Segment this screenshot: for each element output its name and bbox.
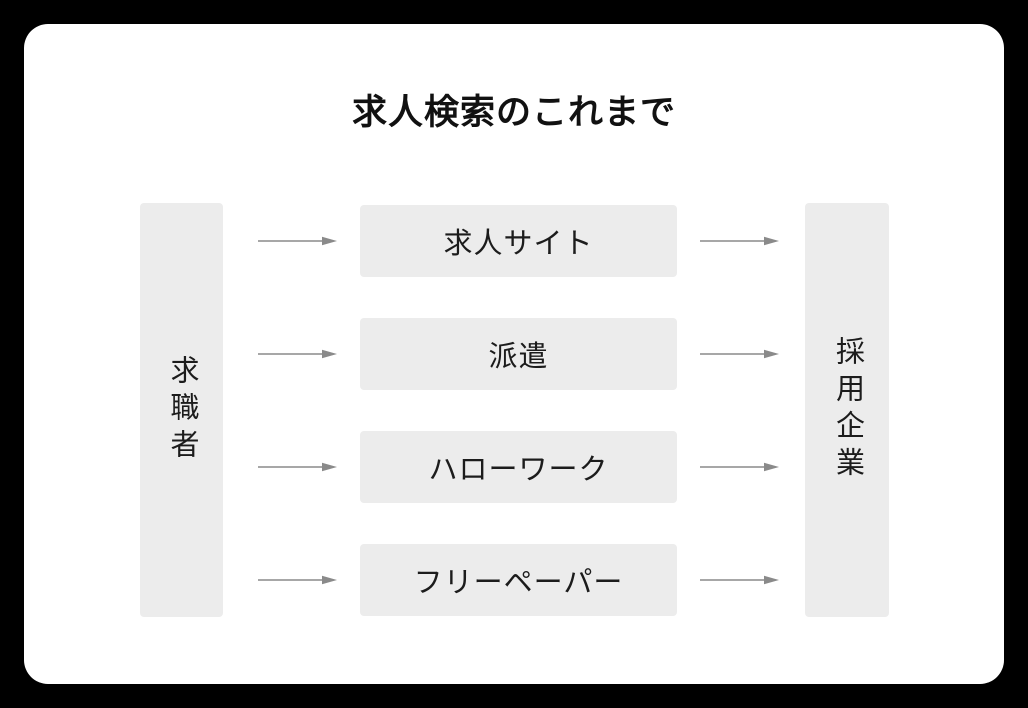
flow-arrow-icon bbox=[258, 236, 337, 246]
channel-label: 派遣 bbox=[488, 341, 549, 373]
channel-box-hello-work: ハローワーク bbox=[360, 431, 677, 503]
flow-arrow-icon bbox=[258, 349, 337, 359]
channel-label: フリーペーパー bbox=[413, 567, 624, 599]
page-title: 求人検索のこれまで bbox=[351, 93, 676, 132]
flow-arrow-icon bbox=[258, 462, 337, 472]
flow-arrow-icon bbox=[700, 236, 779, 246]
channel-label: ハローワーク bbox=[428, 454, 609, 486]
node-job-seeker: 求職者 bbox=[140, 203, 223, 617]
node-hiring-company: 採用企業 bbox=[805, 203, 889, 617]
node-job-seeker-label: 求職者 bbox=[166, 354, 198, 466]
channel-box-job-site: 求人サイト bbox=[360, 205, 677, 277]
channel-box-free-paper: フリーペーパー bbox=[360, 544, 677, 616]
flow-arrow-icon bbox=[700, 349, 779, 359]
flow-arrow-icon bbox=[700, 462, 779, 472]
node-hiring-company-label: 採用企業 bbox=[831, 336, 864, 484]
flow-arrow-icon bbox=[700, 575, 779, 585]
channel-box-dispatch: 派遣 bbox=[360, 318, 677, 390]
channel-label: 求人サイト bbox=[443, 228, 594, 260]
slide-card: 求人検索のこれまで 求職者 求人サイト 派遣 ハローワーク フリーペーパー 採用… bbox=[24, 24, 1004, 684]
flow-arrow-icon bbox=[258, 575, 337, 585]
